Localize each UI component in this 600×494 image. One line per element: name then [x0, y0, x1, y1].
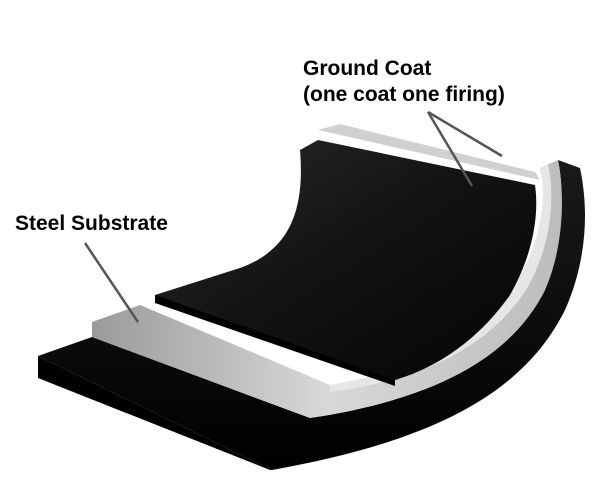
ground-coat-label: Ground Coat (one coat one firing)	[303, 56, 505, 109]
ground-coat-label-line1: Ground Coat	[303, 57, 432, 80]
steel-substrate-leader	[83, 242, 140, 323]
steel-substrate-label: Steel Substrate	[15, 212, 168, 235]
ground-coat-leader-2	[426, 111, 474, 187]
ground-coat-label-line2: (one coat one firing)	[303, 83, 505, 107]
top-ground-coat-layer	[155, 140, 537, 386]
bottom-ground-coat-layer	[38, 160, 585, 470]
ground-coat-leader-1	[427, 110, 503, 158]
leader-lines	[83, 110, 503, 323]
